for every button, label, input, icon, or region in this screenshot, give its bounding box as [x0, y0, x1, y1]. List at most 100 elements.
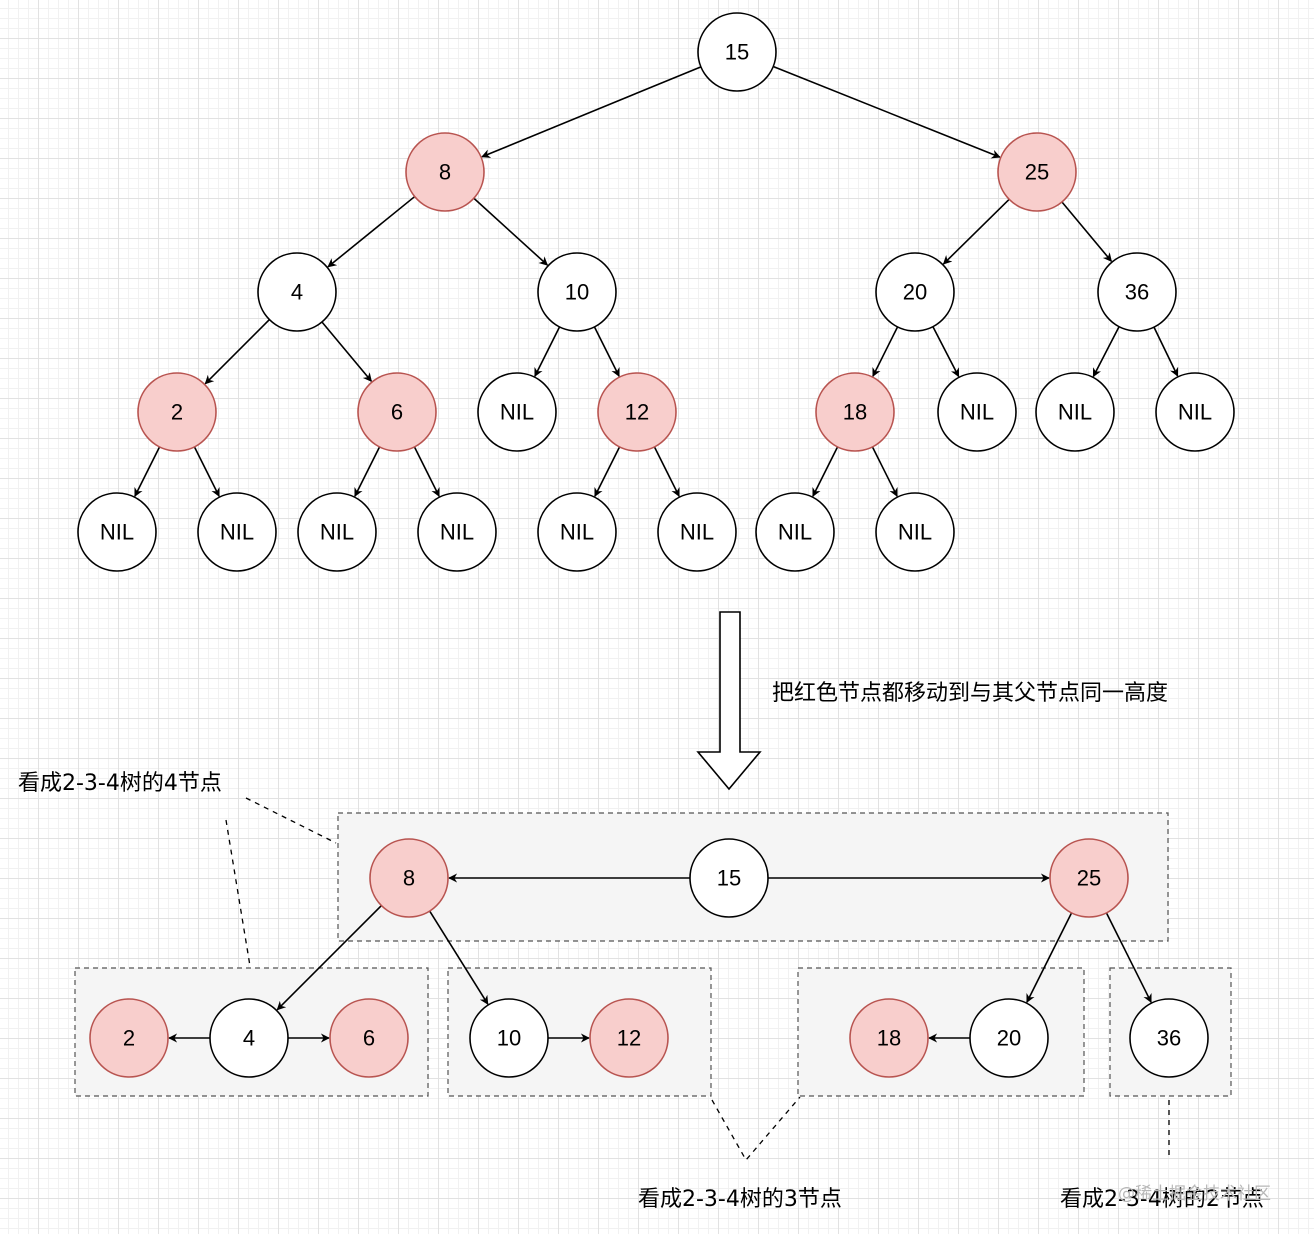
rb-node-circle [537, 492, 617, 572]
rb-node-label: 15 [725, 40, 749, 65]
edge-n4-to-n2 [204, 319, 270, 385]
rb-node-label: 36 [1125, 280, 1149, 305]
rb-node-nil_f: NIL [197, 492, 277, 572]
rb-node-nil_c: NIL [1035, 372, 1115, 452]
rb-node-n4: 4 [257, 252, 337, 332]
rb-node-n18: 18 [815, 372, 895, 452]
rb-node-nil_d: NIL [1155, 372, 1235, 452]
rb-node-circle [875, 492, 955, 572]
btree-node-circle [369, 838, 449, 918]
rb-node-circle [1097, 252, 1177, 332]
rb-node-nil_e: NIL [77, 492, 157, 572]
edge-n12-to-nil_j [653, 446, 680, 498]
btree-node-b8: 8 [369, 838, 449, 918]
btree-node-label: 10 [497, 1026, 521, 1051]
rb-node-circle [405, 132, 485, 212]
edge-n15-to-n8 [481, 66, 702, 158]
edge-n6-to-nil_g [354, 446, 381, 498]
rb-node-label: 6 [391, 400, 403, 425]
rb-node-label: 2 [171, 400, 183, 425]
btree-node-circle [689, 838, 769, 918]
rb-node-nil_i: NIL [537, 492, 617, 572]
rb-node-circle [77, 492, 157, 572]
btree-node-circle [969, 998, 1049, 1078]
btree-node-b10: 10 [469, 998, 549, 1078]
rb-node-n15: 15 [697, 12, 777, 92]
btree-node-label: 4 [243, 1026, 255, 1051]
rb-node-nil_k: NIL [755, 492, 835, 572]
rb-node-circle [477, 372, 557, 452]
edge-n18-to-nil_k [812, 446, 839, 498]
btree-node-b18: 18 [849, 998, 929, 1078]
btree-node-b20: 20 [969, 998, 1049, 1078]
rb-node-circle [755, 492, 835, 572]
annotation-4node: 看成2-3-4树的4节点 [18, 771, 222, 796]
rb-node-label: NIL [778, 520, 812, 545]
rb-node-circle [597, 372, 677, 452]
btree-node-b12: 12 [589, 998, 669, 1078]
rb-node-label: 4 [291, 280, 303, 305]
rb-node-label: 25 [1025, 160, 1049, 185]
annotation-2node: 看成2-3-4树的2节点 [1060, 1187, 1264, 1212]
rb-node-label: NIL [320, 520, 354, 545]
rb-node-nil_g: NIL [297, 492, 377, 572]
edge-n20-to-nil_b [932, 326, 960, 378]
edge-n10-to-n12 [593, 326, 620, 378]
btree-node-circle [1049, 838, 1129, 918]
rb-node-circle [657, 492, 737, 572]
rb-node-n25: 25 [997, 132, 1077, 212]
rb-node-n10: 10 [537, 252, 617, 332]
leader-4node-to-box [225, 819, 251, 967]
btree-node-label: 8 [403, 866, 415, 891]
transform-label: 把红色节点都移动到与其父节点同一高度 [772, 681, 1168, 706]
btree-node-circle [1129, 998, 1209, 1078]
rb-node-circle [197, 492, 277, 572]
rb-node-label: NIL [100, 520, 134, 545]
edge-n25-to-n20 [942, 198, 1010, 265]
edge-n15-to-n25 [772, 65, 1001, 159]
annotation-3node: 看成2-3-4树的3节点 [638, 1187, 842, 1212]
edge-n6-to-nil_h [413, 446, 440, 498]
edge-n8-to-n4 [327, 195, 416, 268]
btree-node-circle [209, 998, 289, 1078]
rb-node-nil_j: NIL [657, 492, 737, 572]
leader-3node [711, 1096, 801, 1162]
rb-node-n2: 2 [137, 372, 217, 452]
edge-n10-to-nil_a [534, 326, 561, 378]
edge-b8-to-b10 [428, 910, 489, 1005]
edge-n20-to-n18 [872, 326, 899, 378]
rb-node-circle [937, 372, 1017, 452]
rb-node-nil_h: NIL [417, 492, 497, 572]
btree-node-circle [849, 998, 929, 1078]
rb-node-circle [357, 372, 437, 452]
btree-node-b15: 15 [689, 838, 769, 918]
btree-node-b4: 4 [209, 998, 289, 1078]
rb-node-label: NIL [220, 520, 254, 545]
edge-n8-to-n10 [473, 197, 549, 266]
rb-node-n12: 12 [597, 372, 677, 452]
rb-node-n6: 6 [357, 372, 437, 452]
rb-node-circle [815, 372, 895, 452]
rb-node-circle [875, 252, 955, 332]
rb-node-label: 10 [565, 280, 589, 305]
rb-node-circle [297, 492, 377, 572]
rb-node-nil_l: NIL [875, 492, 955, 572]
rb-node-circle [417, 492, 497, 572]
rb-node-n36: 36 [1097, 252, 1177, 332]
transform-arrow [696, 611, 762, 791]
edge-n2-to-nil_e [134, 446, 161, 498]
rb-node-nil_a: NIL [477, 372, 557, 452]
btree-node-label: 2 [123, 1026, 135, 1051]
btree-node-b25: 25 [1049, 838, 1129, 918]
btree-node-circle [469, 998, 549, 1078]
edge-b8-to-b4 [276, 905, 382, 1011]
btree-node-b6: 6 [329, 998, 409, 1078]
edge-n12-to-nil_i [594, 446, 621, 498]
rb-node-circle [137, 372, 217, 452]
rb-node-label: NIL [1178, 400, 1212, 425]
rb-node-label: 20 [903, 280, 927, 305]
btree-node-label: 25 [1077, 866, 1101, 891]
rb-node-circle [257, 252, 337, 332]
btree-node-circle [329, 998, 409, 1078]
btree-node-label: 20 [997, 1026, 1021, 1051]
